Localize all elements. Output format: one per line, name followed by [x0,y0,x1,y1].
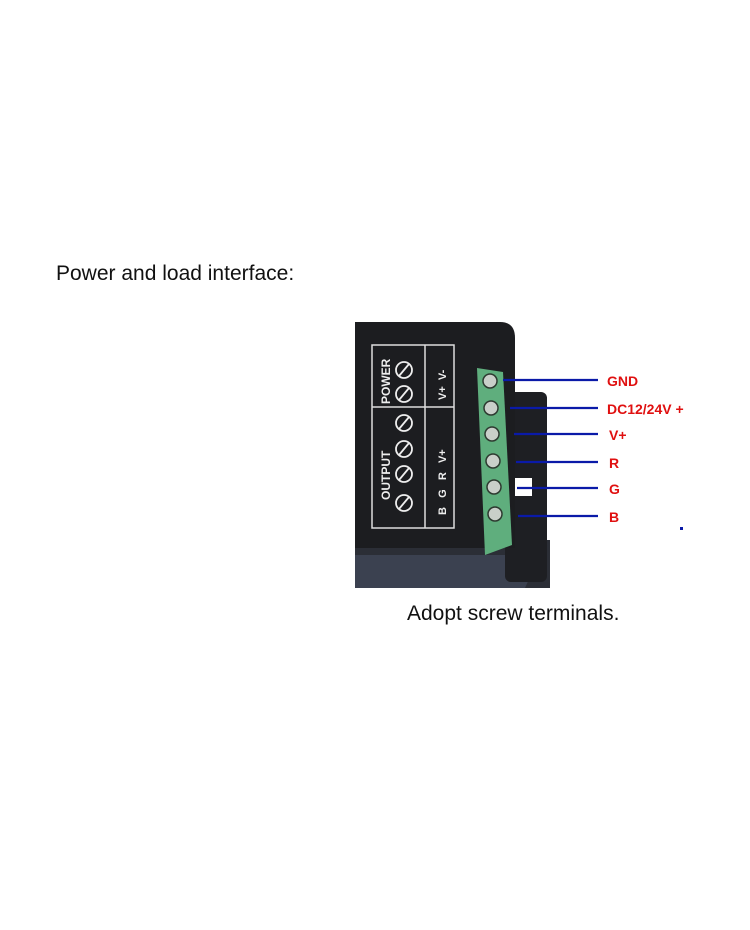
output-label: OUTPUT [379,450,393,500]
output-pin-labels: B G R V+ [437,449,449,515]
callout-labels: GND DC12/24V + V+ R G B [607,373,684,525]
power-label: POWER [379,358,393,404]
panel-screw-icons [395,361,413,512]
section-heading: Power and load interface: [56,262,295,285]
terminal-screws [482,373,503,522]
controller-body-bottom-shade [355,555,540,588]
stray-dot [680,527,683,530]
label-panel [371,344,455,529]
callout-r: R [609,455,619,471]
callout-gnd: GND [607,373,638,389]
power-pin-labels: V+ V- [437,369,449,400]
callout-v-plus: V+ [609,427,627,443]
figure-caption: Adopt screw terminals. [407,602,620,625]
controller-body [355,322,515,548]
callout-dc-input: DC12/24V + [607,401,684,417]
callout-b: B [609,509,619,525]
callout-g: G [609,481,620,497]
callout-lines [503,378,598,518]
